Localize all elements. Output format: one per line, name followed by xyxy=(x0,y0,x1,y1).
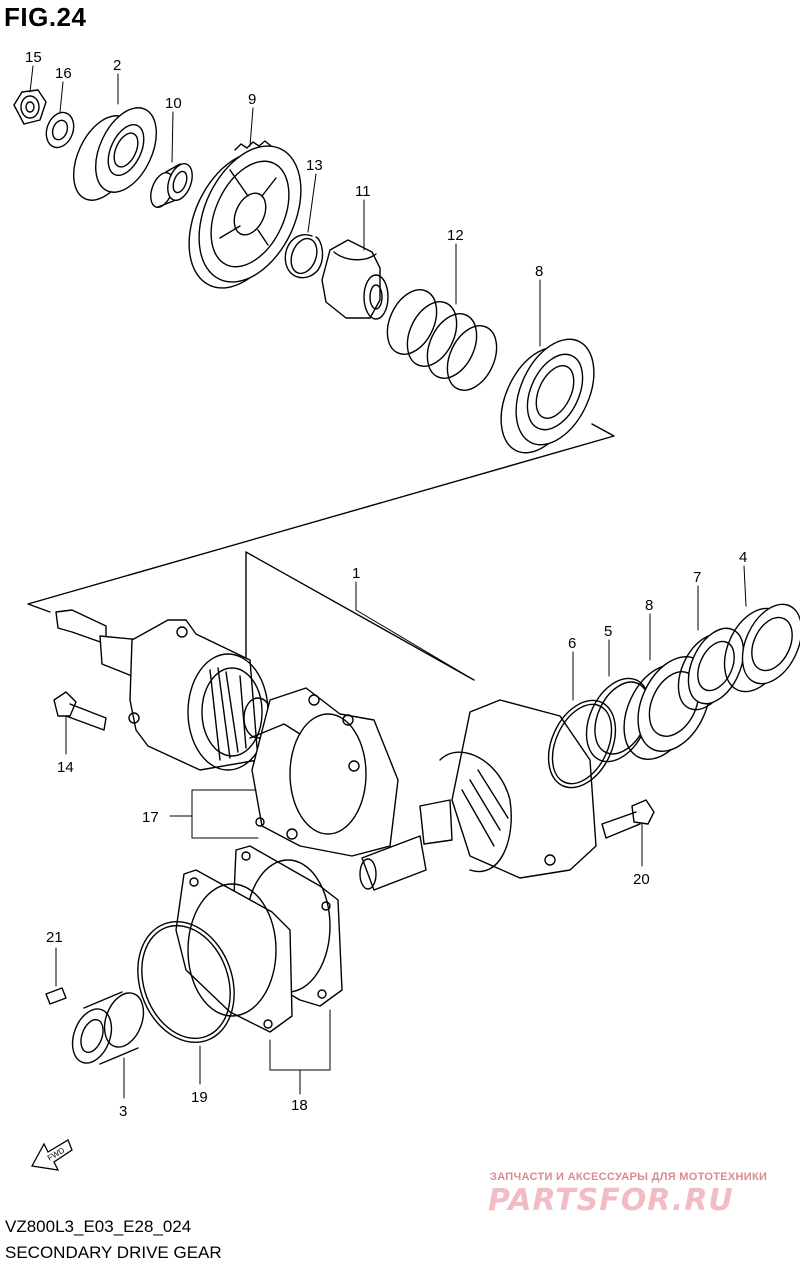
callout-11: 11 xyxy=(355,183,371,200)
part-10-bushing xyxy=(150,163,193,208)
part-12-spring xyxy=(386,289,498,391)
callout-12: 12 xyxy=(447,227,464,244)
part-19-o-ring xyxy=(137,920,235,1044)
callout-14: 14 xyxy=(57,759,74,776)
part-7-oil-seal xyxy=(677,627,745,711)
callout-10: 10 xyxy=(165,95,182,112)
part-9-driven-gear xyxy=(188,140,302,289)
diagram-code: VZ800L3_E03_E28_024 xyxy=(5,1217,192,1236)
callout-2: 2 xyxy=(113,57,121,74)
callout-15: 15 xyxy=(25,49,42,66)
part-8-bearing-upper xyxy=(500,338,595,454)
callout-21: 21 xyxy=(46,929,63,946)
callout-labels: 15 16 2 10 9 13 11 12 8 1 4 7 8 5 6 14 1… xyxy=(25,49,747,1120)
callout-20: 20 xyxy=(633,871,650,888)
callout-8-lower: 8 xyxy=(645,597,653,614)
part-18-shims xyxy=(175,845,343,1033)
part-2-bearing xyxy=(73,107,157,201)
callout-3: 3 xyxy=(119,1103,127,1120)
part-1-gear-assembly-left xyxy=(55,609,273,771)
figure-title: FIG.24 xyxy=(4,2,87,32)
callout-7: 7 xyxy=(693,569,701,586)
part-21-dowel-pin xyxy=(45,987,67,1005)
part-6-o-ring xyxy=(547,699,617,789)
part-3-needle-bearing xyxy=(71,991,145,1065)
callout-16: 16 xyxy=(55,65,72,82)
callout-13: 13 xyxy=(306,157,323,174)
watermark-tagline: ЗАПЧАСТИ И АКСЕССУАРЫ ДЛЯ МОТОТЕХНИКИ xyxy=(490,1171,768,1183)
callout-6: 6 xyxy=(568,635,576,652)
part-4-nut xyxy=(723,603,800,693)
callout-19: 19 xyxy=(191,1089,208,1106)
watermark-logo: PARTSFOR.RU xyxy=(488,1183,734,1218)
callout-9: 9 xyxy=(248,91,256,108)
callout-4: 4 xyxy=(739,549,747,566)
part-13-circlip xyxy=(284,234,324,279)
callout-17: 17 xyxy=(142,809,159,826)
callout-8-upper: 8 xyxy=(535,263,543,280)
part-11-cam xyxy=(321,239,389,320)
callout-1: 1 xyxy=(352,565,360,582)
part-14-bolt xyxy=(53,691,107,731)
part-1-pinion-housing xyxy=(359,699,597,891)
part-16-washer xyxy=(45,111,75,149)
part-15-nut xyxy=(13,89,47,125)
callout-18: 18 xyxy=(291,1097,308,1114)
part-17-gaskets xyxy=(249,687,399,857)
diagram-name: SECONDARY DRIVE GEAR xyxy=(5,1243,222,1262)
fwd-arrow-icon: FWD xyxy=(30,1139,73,1171)
reference-line-upper xyxy=(27,423,615,613)
callout-5: 5 xyxy=(604,623,612,640)
leader-lines xyxy=(29,65,747,1099)
part-20-bolt xyxy=(601,799,655,839)
